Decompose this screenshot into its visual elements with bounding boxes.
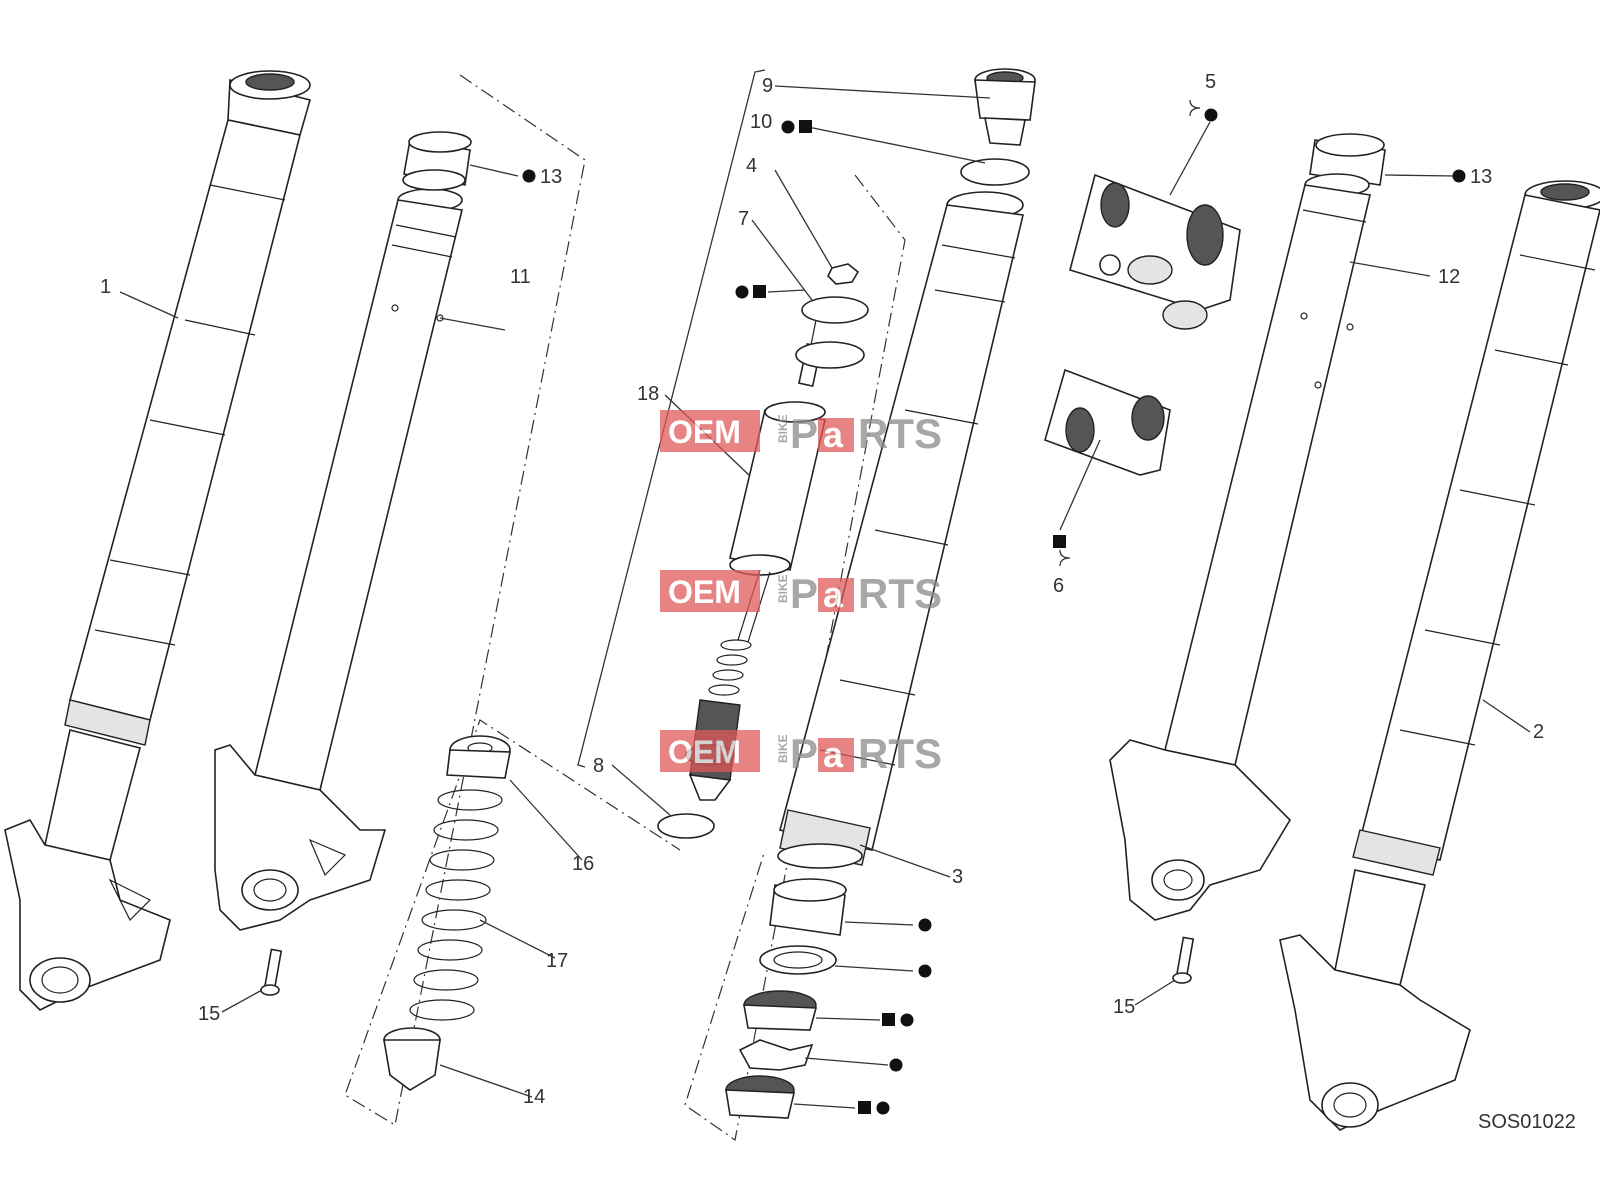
svg-text:P: P	[790, 730, 818, 777]
square-marker	[753, 285, 766, 298]
svg-text:RTS: RTS	[858, 570, 942, 617]
callout-18: 18	[637, 383, 659, 405]
washer-lower	[759, 945, 837, 975]
watermark-1: OEM BIKE P a RTS	[660, 410, 942, 457]
callout-17: 17	[546, 950, 568, 972]
circle-marker	[781, 120, 795, 134]
svg-text:a: a	[823, 414, 844, 455]
screw-15-right	[1172, 936, 1195, 984]
clamp-kit-5	[1069, 173, 1241, 330]
callout-2: 2	[1533, 721, 1544, 743]
callout-13-right: 13	[1470, 166, 1492, 188]
spring-17	[383, 735, 511, 1091]
fork-tube-12	[1109, 173, 1371, 921]
bushing-lower	[769, 878, 847, 936]
svg-text:RTS: RTS	[858, 730, 942, 777]
o-ring-10	[960, 158, 1030, 186]
o-ring-7	[801, 296, 869, 324]
callout-6: 6	[1053, 575, 1064, 597]
watermark-group: OEM BIKE P a RTS OEM BIKE P a RTS OEM BI…	[660, 410, 942, 777]
callout-10: 10	[750, 111, 772, 133]
callout-labels: 1 2 3 4 5 6 7 8 9 10 11 12 13 13 14 15 1…	[100, 71, 1544, 1108]
fork-leg-3	[777, 191, 1024, 869]
callout-11: 11	[510, 266, 531, 288]
screw-15-left	[260, 948, 283, 996]
square-marker	[799, 120, 812, 133]
group-outline-center	[684, 174, 906, 1142]
circle-marker	[900, 1013, 914, 1027]
circle-marker	[876, 1101, 890, 1115]
callout-7: 7	[738, 208, 749, 230]
svg-text:P: P	[790, 570, 818, 617]
callout-5: 5	[1205, 71, 1216, 93]
svg-text:P: P	[790, 410, 818, 457]
svg-text:BIKE: BIKE	[776, 414, 790, 443]
watermark-3: OEM BIKE P a RTS	[660, 730, 942, 777]
circle-marker	[918, 918, 932, 932]
cartridge-18	[685, 299, 826, 801]
callout-14: 14	[523, 1086, 545, 1108]
callout-13-left: 13	[540, 166, 562, 188]
circle-marker	[1452, 169, 1466, 183]
seal-upper	[743, 990, 818, 1031]
svg-text:OEM: OEM	[668, 574, 741, 610]
circle-marker	[918, 964, 932, 978]
svg-text:BIKE: BIKE	[776, 734, 790, 763]
o-ring-unnumbered	[795, 341, 865, 369]
leader-lines	[119, 85, 1531, 1109]
nut-4	[827, 263, 860, 285]
circle-marker	[522, 169, 536, 183]
callout-16: 16	[572, 853, 594, 875]
square-marker	[858, 1101, 871, 1114]
svg-text:RTS: RTS	[858, 410, 942, 457]
svg-text:OEM: OEM	[668, 414, 741, 450]
clamp-kit-6	[1044, 368, 1171, 476]
bushing-13-left	[402, 131, 472, 191]
brace-6	[1059, 549, 1071, 567]
callout-3: 3	[952, 866, 963, 888]
dust-seal-lower	[725, 1075, 796, 1119]
fork-leg-1	[4, 70, 311, 1011]
fork-cap-9	[974, 68, 1036, 146]
fork-tube-11	[214, 188, 463, 931]
kit-symbols	[522, 108, 1466, 1115]
square-marker	[1053, 535, 1066, 548]
callout-8: 8	[593, 755, 604, 777]
group-outline-left	[344, 74, 681, 1126]
circle-marker	[889, 1058, 903, 1072]
brace-5	[1189, 99, 1201, 117]
fork-leg-2	[1279, 180, 1600, 1131]
svg-text:a: a	[823, 574, 844, 615]
callout-4: 4	[746, 155, 757, 177]
washer-8	[657, 813, 715, 839]
circle-marker	[1204, 108, 1218, 122]
callout-15-left: 15	[198, 1003, 220, 1025]
diagram-code: SOS01022	[1478, 1111, 1576, 1133]
callout-15-right: 15	[1113, 996, 1135, 1018]
svg-text:a: a	[823, 734, 844, 775]
svg-text:BIKE: BIKE	[776, 574, 790, 603]
callout-9: 9	[762, 75, 773, 97]
square-marker	[882, 1013, 895, 1026]
callout-1: 1	[100, 276, 111, 298]
clip-ring	[738, 1039, 814, 1071]
svg-text:OEM: OEM	[668, 734, 741, 770]
watermark-2: OEM BIKE P a RTS	[660, 570, 942, 617]
callout-12: 12	[1438, 266, 1460, 288]
circle-marker	[735, 285, 749, 299]
